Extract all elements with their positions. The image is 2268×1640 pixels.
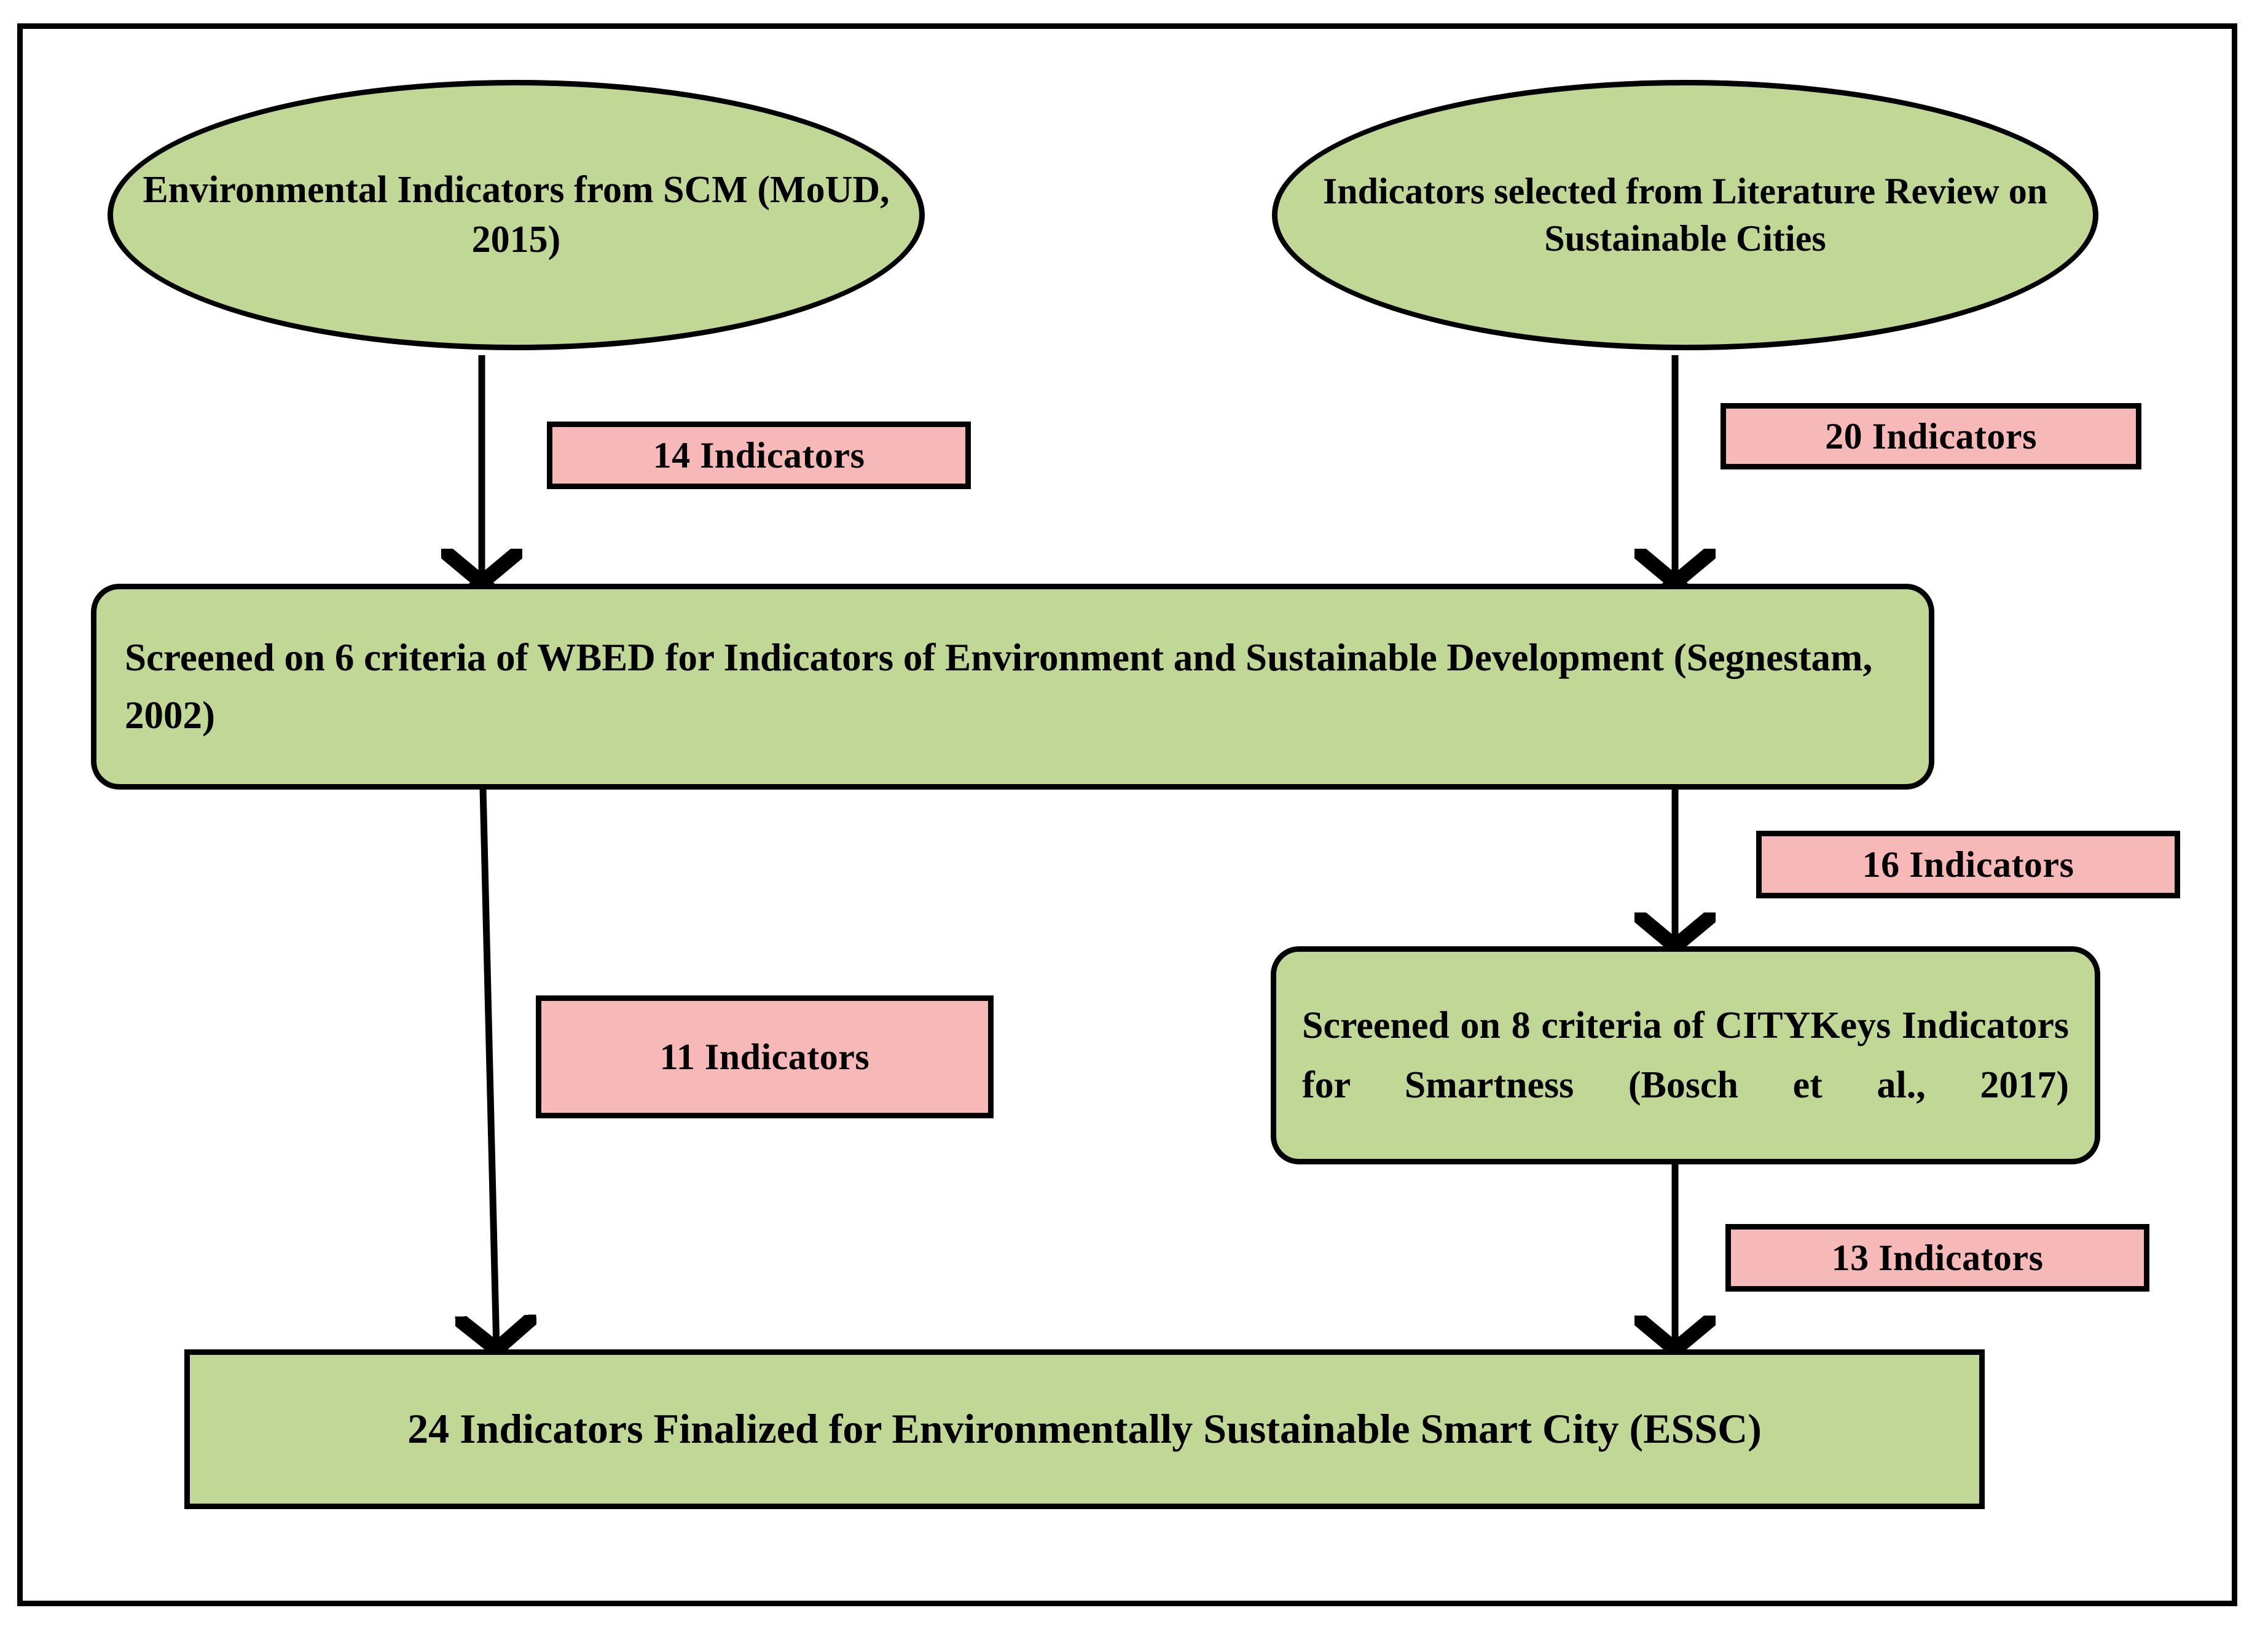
node-screen-wbed-label: Screened on 6 criteria of WBED for Indic… [125, 636, 1873, 737]
node-source-scm-label: Environmental Indicators from SCM (MoUD,… [143, 169, 890, 261]
edge-label-13-indicators-text: 13 Indicators [1831, 1237, 2044, 1278]
edge-label-20-indicators: 20 Indicators [1721, 403, 2141, 469]
node-screen-wbed[interactable]: Screened on 6 criteria of WBED for Indic… [91, 584, 1934, 790]
edge-label-14-indicators-text: 14 Indicators [653, 434, 865, 476]
node-screen-citykeys-label: Screened on 8 criteria of CITYKeys Indic… [1302, 1004, 2069, 1106]
node-final-essc[interactable]: 24 Indicators Finalized for Environmenta… [184, 1349, 1985, 1509]
edge-label-16-indicators-text: 16 Indicators [1862, 844, 2074, 885]
edge-label-11-indicators-text: 11 Indicators [659, 1036, 870, 1077]
edge-label-14-indicators: 14 Indicators [547, 422, 971, 489]
node-source-scm[interactable]: Environmental Indicators from SCM (MoUD,… [108, 80, 925, 350]
edge-label-13-indicators: 13 Indicators [1725, 1224, 2149, 1292]
node-screen-citykeys[interactable]: Screened on 8 criteria of CITYKeys Indic… [1271, 946, 2100, 1164]
node-source-literature[interactable]: Indicators selected from Literature Revi… [1272, 80, 2098, 350]
node-final-essc-label: 24 Indicators Finalized for Environmenta… [407, 1405, 1762, 1453]
edge-label-16-indicators: 16 Indicators [1756, 831, 2180, 898]
node-source-literature-label: Indicators selected from Literature Revi… [1322, 171, 2048, 259]
edge-label-11-indicators: 11 Indicators [536, 995, 994, 1118]
edge-label-20-indicators-text: 20 Indicators [1825, 415, 2037, 457]
